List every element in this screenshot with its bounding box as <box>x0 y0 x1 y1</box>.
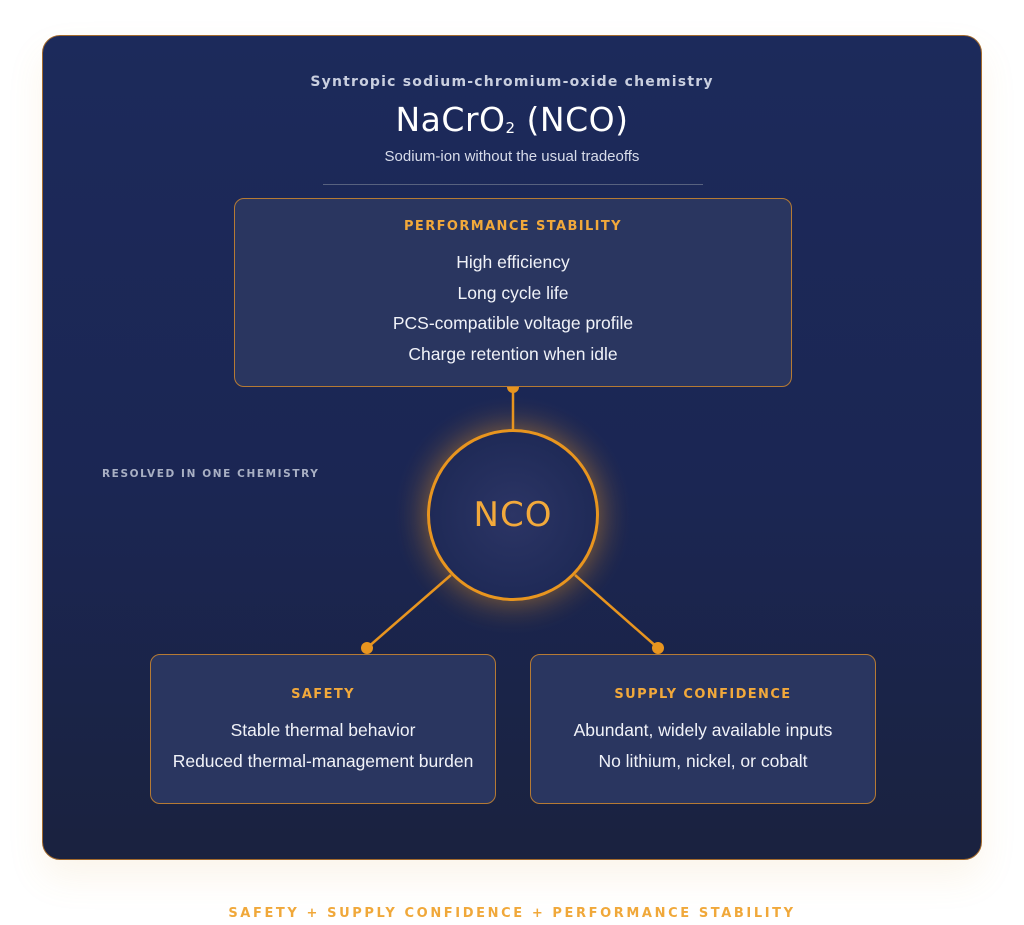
performance-title: PERFORMANCE STABILITY <box>403 219 622 234</box>
performance-list: High efficiency Long cycle life PCS-comp… <box>235 247 791 369</box>
safety-item: Reduced thermal-management burden <box>172 751 474 771</box>
performance-item: High efficiency <box>456 252 570 272</box>
safety-box: SAFETY Stable thermal behavior Reduced t… <box>150 654 496 804</box>
chemistry-card: Syntropic sodium-chromium-oxide chemistr… <box>42 35 982 860</box>
supply-list: Abundant, widely available inputs No lit… <box>531 715 875 777</box>
safety-list: Stable thermal behavior Reduced thermal-… <box>151 715 495 777</box>
nco-hub-circle: NCO <box>427 429 599 601</box>
supply-confidence-box: SUPPLY CONFIDENCE Abundant, widely avail… <box>530 654 876 804</box>
connector-right-dot <box>652 642 664 654</box>
performance-item: Long cycle life <box>457 282 569 303</box>
header-divider <box>323 184 703 185</box>
subtitle-text: Sodium-ion without the usual tradeoffs <box>384 148 640 165</box>
title-subscript: 2 <box>505 119 516 137</box>
safety-title: SAFETY <box>291 687 355 702</box>
connector-lines <box>361 381 664 654</box>
connector-left <box>366 574 452 649</box>
supply-item: Abundant, widely available inputs <box>573 720 833 740</box>
side-label: RESOLVED IN ONE CHEMISTRY <box>102 468 320 480</box>
supply-title: SUPPLY CONFIDENCE <box>614 687 792 702</box>
connector-left-dot <box>361 642 373 654</box>
performance-stability-box: PERFORMANCE STABILITY High efficiency Lo… <box>234 198 792 387</box>
footer-tagline: SAFETY + SUPPLY CONFIDENCE + PERFORMANCE… <box>228 906 796 921</box>
performance-item: Charge retention when idle <box>408 343 618 364</box>
supply-item: No lithium, nickel, or cobalt <box>598 751 808 771</box>
connector-right <box>574 574 659 649</box>
title-abbreviation: (NCO) <box>515 100 629 139</box>
performance-item: PCS-compatible voltage profile <box>392 313 634 333</box>
safety-item: Stable thermal behavior <box>230 720 416 740</box>
hub-label: NCO <box>473 495 553 535</box>
eyebrow-text: Syntropic sodium-chromium-oxide chemistr… <box>310 74 714 90</box>
title-formula: NaCrO <box>395 100 506 139</box>
page-title: NaCrO2 (NCO) <box>43 100 981 139</box>
